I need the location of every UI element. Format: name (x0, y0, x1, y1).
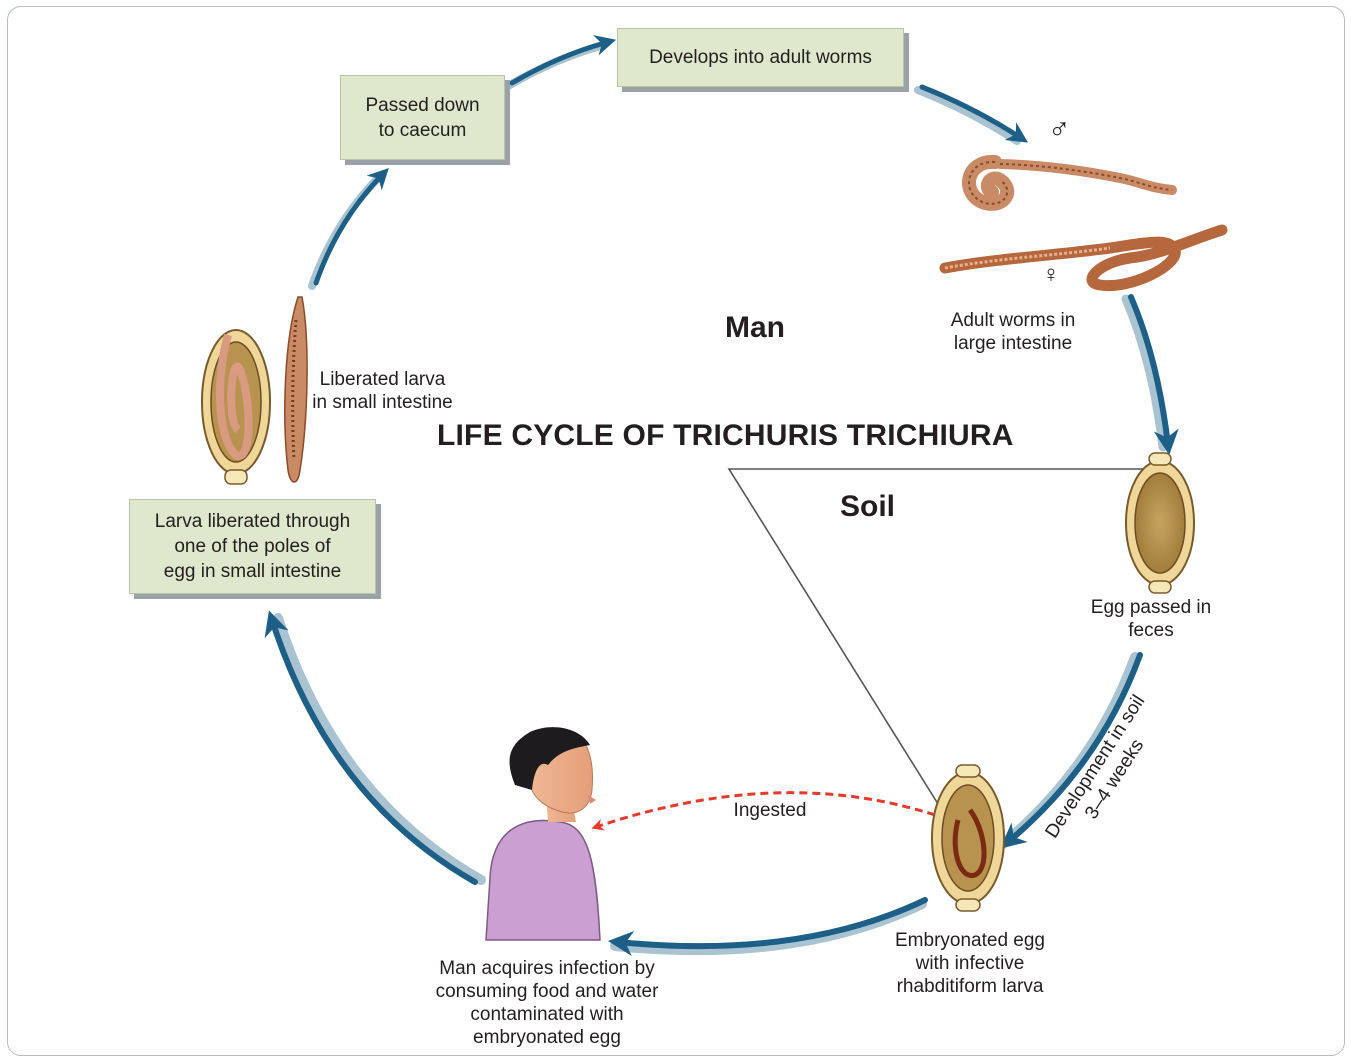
diagram-title: LIFE CYCLE OF TRICHURIS TRICHIURA (437, 419, 1014, 453)
box-larva-liberated: Larva liberated through one of the poles… (129, 499, 376, 594)
label-egg-passed-feces: Egg passed in feces (1076, 596, 1226, 642)
label-adult-worms-intestine: Adult worms in large intestine (938, 309, 1088, 355)
box-passed-to-caecum: Passed down to caecum (340, 75, 505, 160)
egg-in-feces-illustration (1126, 453, 1194, 593)
female-symbol: ♀ (1042, 263, 1060, 286)
zone-label-man: Man (725, 311, 785, 345)
label-ingested: Ingested (720, 799, 820, 822)
label-liberated-larva: Liberated larva in small intestine (300, 368, 465, 414)
arrow-man-to-larva (272, 620, 475, 882)
zone-label-soil: Soil (840, 490, 895, 524)
male-symbol: ♂ (1048, 118, 1071, 141)
arrow-larva-to-caecum (316, 174, 383, 283)
man-illustration (486, 727, 600, 940)
larva-egg-illustration (202, 330, 270, 484)
male-worm-illustration (969, 162, 1172, 204)
female-worm-illustration (945, 230, 1222, 286)
label-embryonated-egg: Embryonated egg with infective rhabditif… (880, 929, 1060, 998)
box-develops-adult-worms: Develops into adult worms (617, 28, 904, 87)
label-man-acquires-infection: Man acquires infection by consuming food… (412, 957, 682, 1049)
embryonated-egg-illustration (932, 765, 1004, 911)
